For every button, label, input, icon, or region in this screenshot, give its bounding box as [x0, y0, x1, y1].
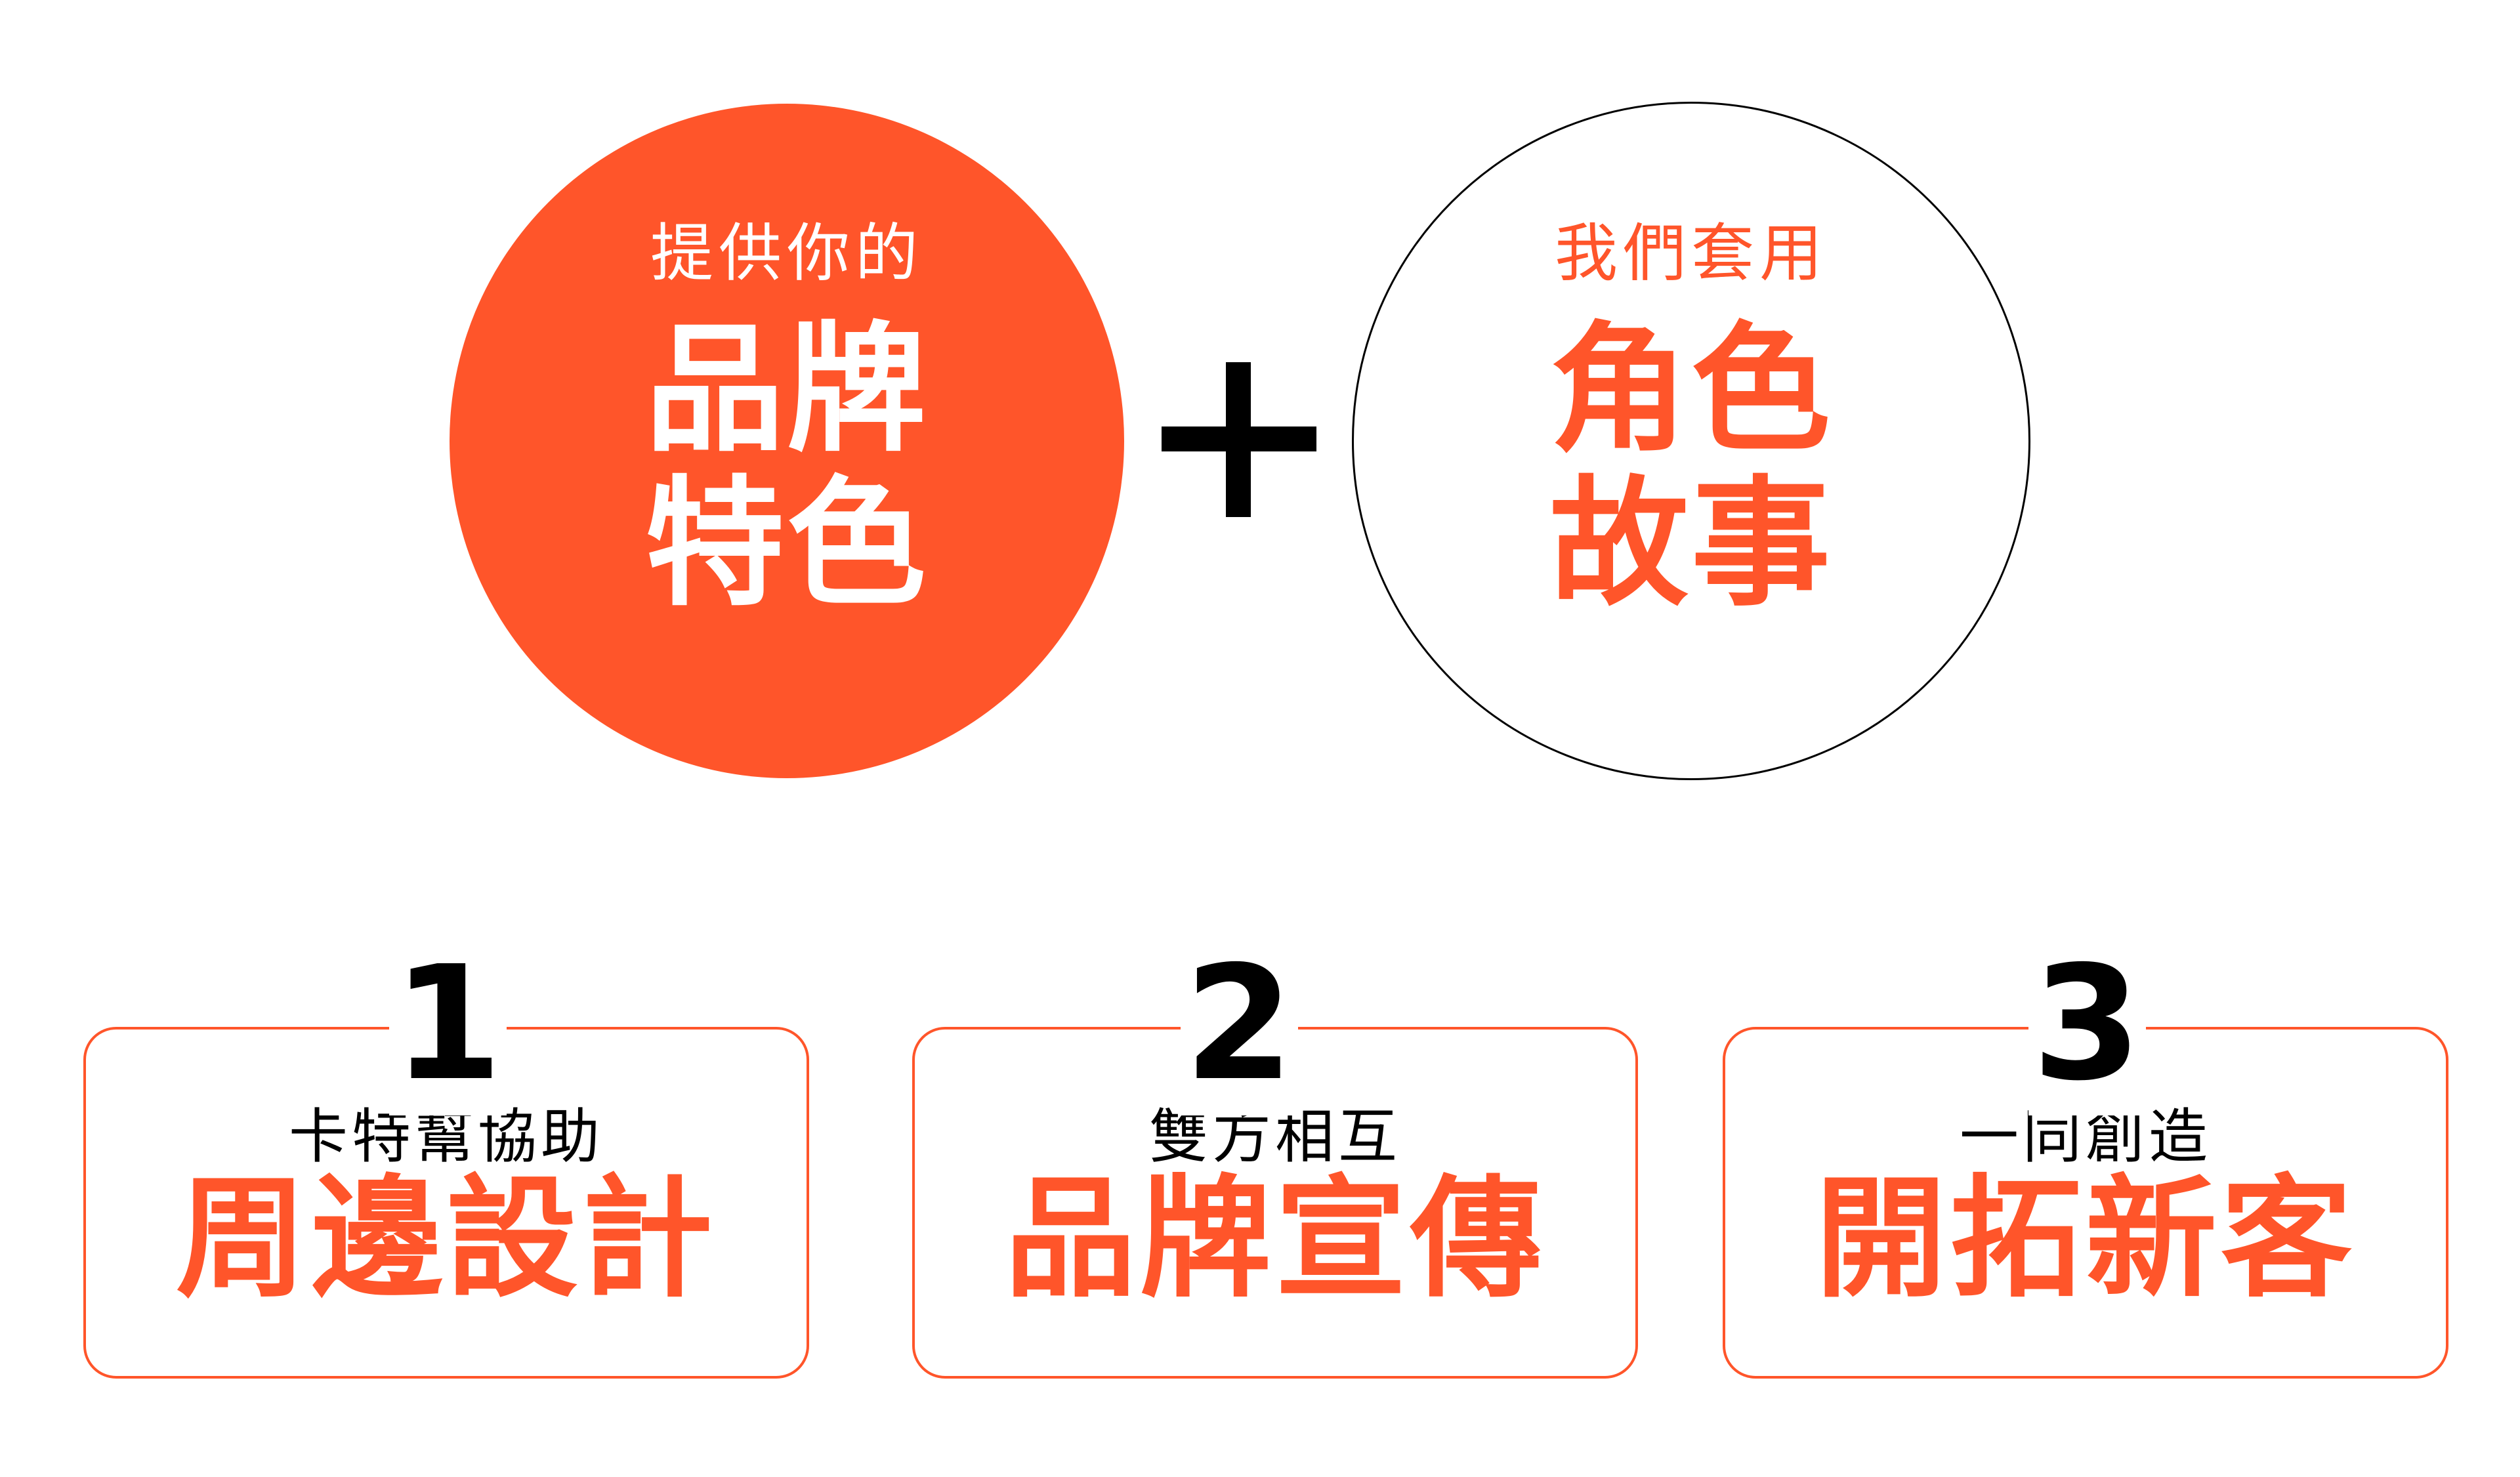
brand-feature-circle: 提供你的 品牌 特色	[450, 104, 1124, 778]
step-title: 周邊設計	[175, 1163, 717, 1316]
step-title: 開拓新客	[1815, 1163, 2356, 1316]
step-number-1: 1	[382, 932, 513, 1115]
circle-title-line1: 品牌	[645, 308, 929, 470]
step-card-1: 卡特幫協助 周邊設計	[83, 1027, 809, 1379]
step-title: 品牌宣傳	[1004, 1163, 1545, 1316]
character-story-circle: 我們套用 角色 故事	[1352, 102, 2030, 780]
step-number-text: 3	[2028, 932, 2146, 1115]
step-card-2: 雙方相互 品牌宣傳	[912, 1027, 1638, 1379]
step-number-text: 2	[1180, 932, 1298, 1115]
circle-caption: 我們套用	[1555, 217, 1828, 290]
step-number-2: 2	[1173, 932, 1305, 1115]
circle-title-line2: 特色	[645, 463, 929, 625]
step-card-3: 一同創造 開拓新客	[1723, 1027, 2448, 1379]
step-number-text: 1	[388, 932, 507, 1115]
circle-caption: 提供你的	[650, 217, 923, 290]
circle-title-line1: 角色	[1549, 308, 1833, 470]
circle-title-line2: 故事	[1549, 463, 1833, 625]
step-number-3: 3	[2021, 932, 2152, 1115]
plus-icon	[1162, 362, 1316, 517]
